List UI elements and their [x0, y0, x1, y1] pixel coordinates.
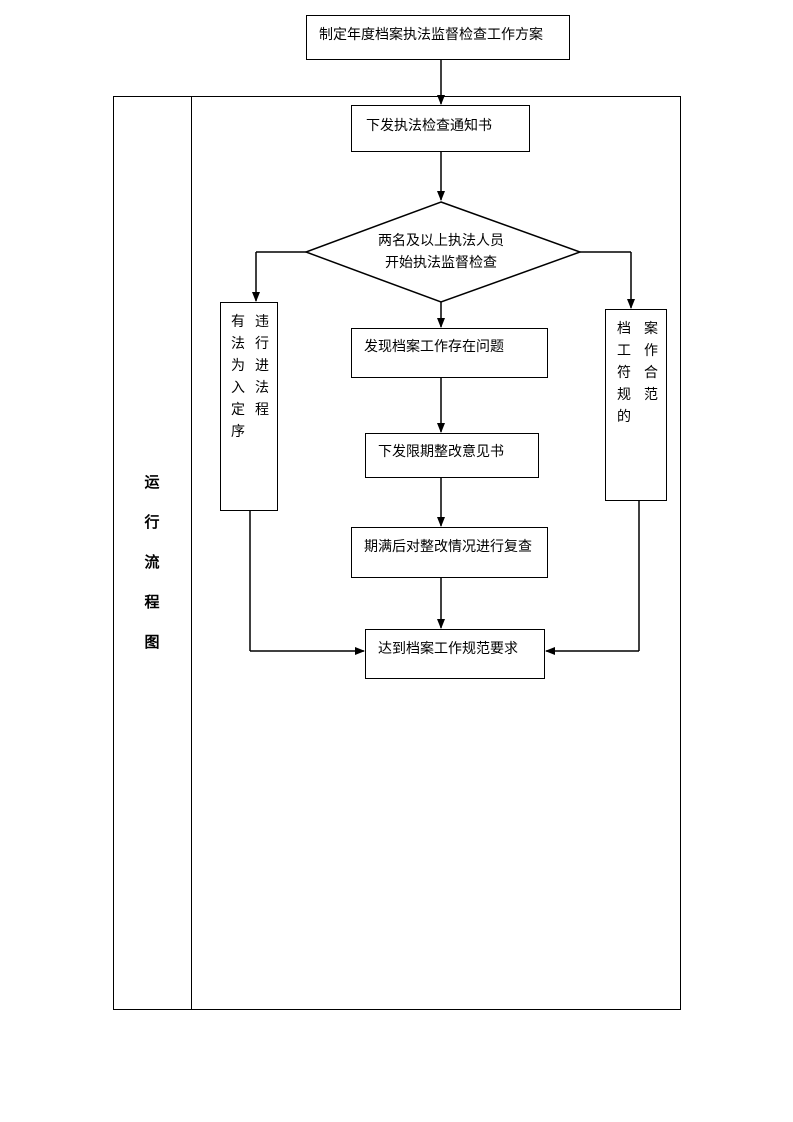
rectify-box: 下发限期整改意见书 [365, 433, 539, 478]
problem-text: 发现档案工作存在问题 [364, 339, 504, 355]
inner-divider [191, 96, 192, 1010]
notice-text: 下发执法检查通知书 [366, 118, 492, 134]
result-box: 达到档案工作规范要求 [365, 629, 545, 679]
illegal-col-2: 违 行 进 法 程 [255, 314, 269, 418]
rectify-text: 下发限期整改意见书 [378, 444, 504, 460]
decision-line-1: 两名及以上执法人员 [378, 233, 504, 249]
notice-box: 下发执法检查通知书 [351, 105, 530, 152]
decision-line-2: 开始执法监督检查 [385, 255, 497, 271]
plan-text: 制定年度档案执法监督检查工作方案 [319, 27, 543, 43]
plan-box: 制定年度档案执法监督检查工作方案 [306, 15, 570, 60]
recheck-box: 期满后对整改情况进行复查 [351, 527, 548, 578]
illegal-box: 违 行 进 法 程 有 法 为 入 定 序 [220, 302, 278, 511]
decision-text: 两名及以上执法人员 开始执法监督检查 [370, 230, 512, 274]
illegal-col-1: 有 法 为 入 定 序 [231, 314, 245, 440]
outer-frame [113, 96, 681, 1010]
side-label: 运 行 流 程 图 [144, 473, 160, 651]
recheck-text: 期满后对整改情况进行复查 [364, 539, 532, 555]
compliant-col-2: 案 作 合 范 [644, 321, 658, 403]
problem-box: 发现档案工作存在问题 [351, 328, 548, 378]
compliant-box: 案 作 合 范 档 工 符 规 的 [605, 309, 667, 501]
result-text: 达到档案工作规范要求 [378, 641, 518, 657]
compliant-col-1: 档 工 符 规 的 [617, 321, 631, 425]
